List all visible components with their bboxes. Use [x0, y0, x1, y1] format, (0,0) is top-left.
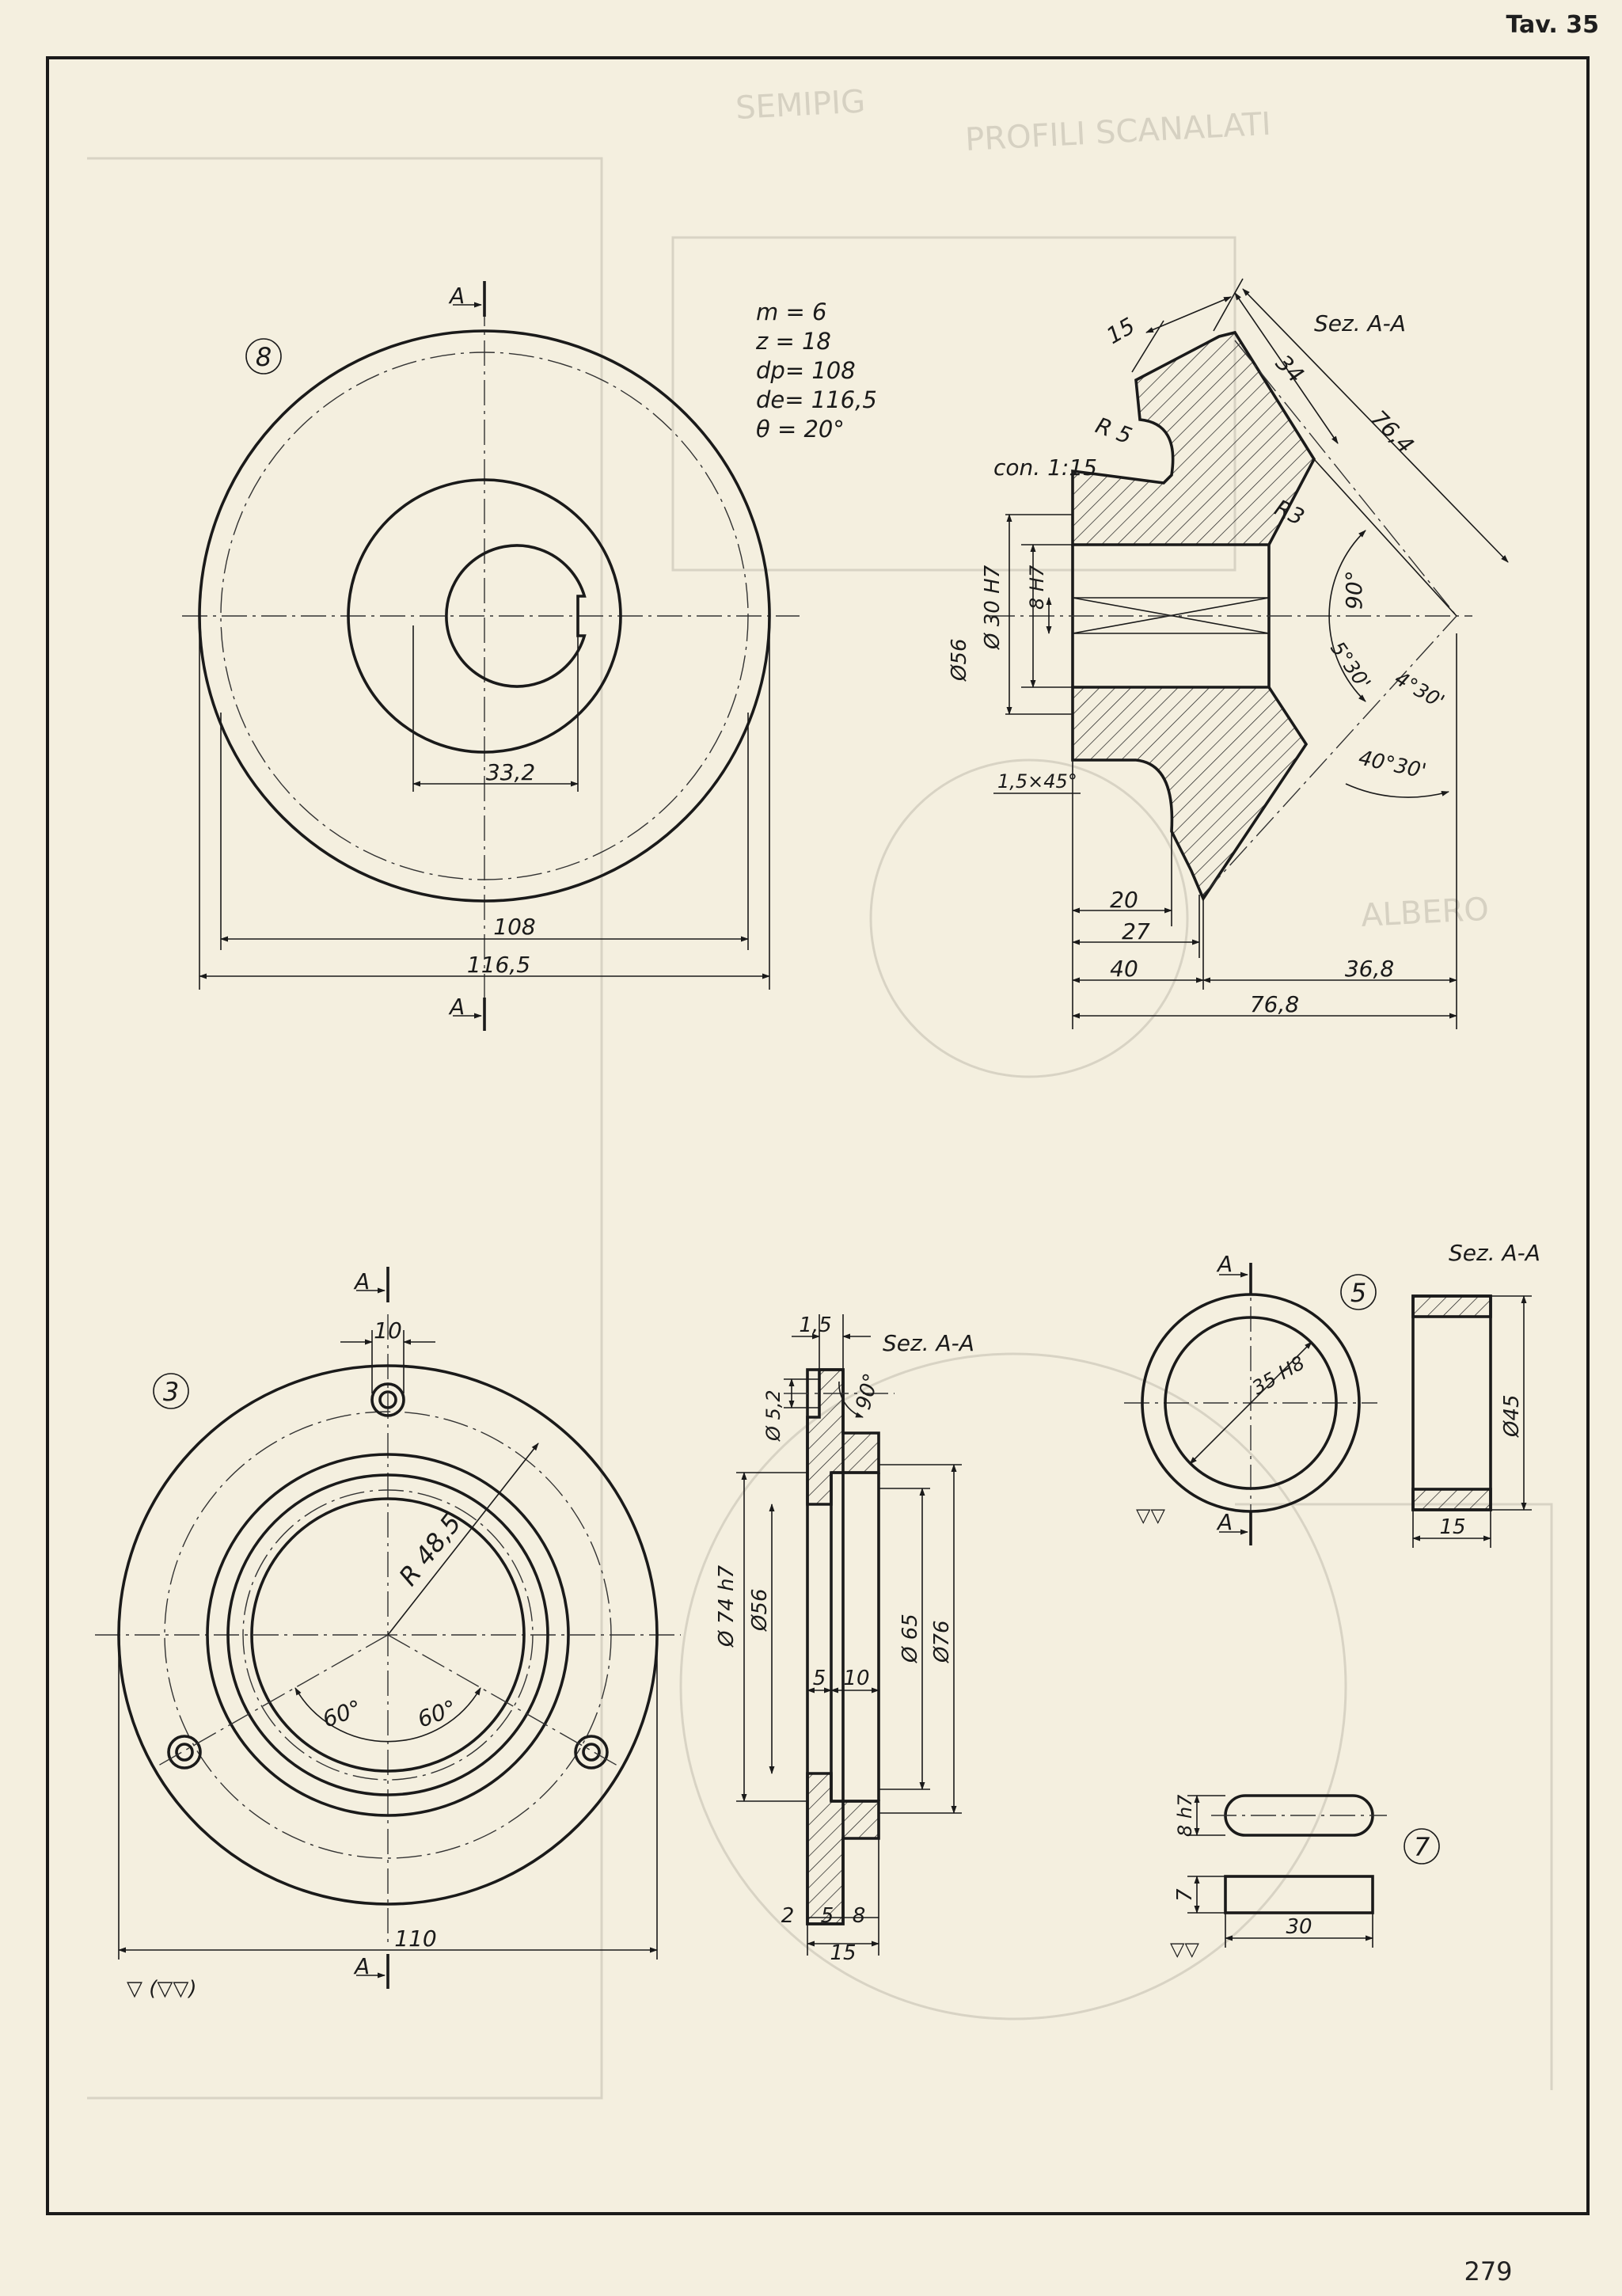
p3s-dim-5b: 5 [821, 1904, 834, 1928]
param-z: z = 18 [755, 328, 831, 355]
p8s-dim-20: 20 [1110, 887, 1138, 913]
part3-dim-110: 110 [394, 1925, 436, 1952]
part3-dim-radius: R 48,5 [393, 1508, 467, 1591]
part3-section-title: Sez. A-A [883, 1330, 974, 1356]
p8s-dim-40: 40 [1110, 956, 1138, 982]
part5-finish: ▽▽ [1136, 1504, 1165, 1526]
part8-dim-pitch: 108 [493, 914, 535, 940]
p3s-dim-10: 10 [843, 1667, 869, 1690]
part7-dim-length: 30 [1286, 1915, 1312, 1939]
p8s-dim-34: 34 [1271, 350, 1309, 389]
part5-dim-outer: Ø45 [1500, 1394, 1524, 1438]
part3-angle-right: 60° [414, 1695, 460, 1733]
p8s-angle-4030: 40°30' [1357, 747, 1429, 784]
part3-section-mark-top: A [353, 1268, 370, 1294]
p8s-dim-76-4: 76,4 [1366, 405, 1419, 458]
part7-views [1187, 1794, 1440, 1948]
param-dp: dp= 108 [756, 357, 856, 384]
part8-badge [245, 338, 282, 374]
p8s-dim-768: 76,8 [1250, 991, 1299, 1017]
part5-badge [1340, 1274, 1377, 1310]
p3s-dim-76: Ø76 [930, 1620, 954, 1663]
p8s-dim-15: 15 [1102, 313, 1139, 349]
param-theta: θ = 20° [756, 416, 845, 443]
p8s-dim-hub: Ø56 [948, 638, 971, 682]
svg-text:ALBERO: ALBERO [1360, 891, 1490, 934]
part3-dim-10: 10 [374, 1317, 402, 1344]
part8-section-view [990, 278, 1509, 1029]
p8s-angle-530: 5°30' [1326, 637, 1375, 694]
part5-dim-width: 15 [1439, 1515, 1465, 1539]
part5-dim-bore: 35 H8 [1248, 1351, 1309, 1399]
part7-dim-thickness: 7 [1173, 1888, 1197, 1902]
part7-finish: ▽▽ [1170, 1938, 1199, 1960]
part3-badge [153, 1373, 189, 1409]
p8s-dim-key: 8 H7 [1026, 564, 1048, 610]
part3-finish: ▽ (▽▽) [127, 1977, 197, 2001]
part3-front-view [95, 1267, 681, 1989]
part5-views [1124, 1263, 1532, 1548]
part7-badge [1404, 1828, 1440, 1865]
p8s-dim-27: 27 [1122, 918, 1150, 945]
part8-dim-outer: 116,5 [467, 952, 530, 978]
part8-section-mark-top: A [448, 283, 465, 309]
part5-section-mark-top: A [1216, 1251, 1233, 1277]
p3s-dim-8: 8 [853, 1904, 866, 1928]
p3s-dim-1-5: 1,5 [799, 1313, 831, 1337]
p8s-dim-368: 36,8 [1345, 956, 1394, 982]
part8-gear-params: m = 6 z = 18 dp= 108 de= 116,5 θ = 20° [755, 298, 877, 443]
part5-number: 5 [1350, 1278, 1366, 1308]
param-m: m = 6 [756, 298, 826, 325]
p3s-dim-56: Ø56 [748, 1588, 772, 1632]
p3s-dim-2: 2 [781, 1904, 795, 1928]
part3-section-mark-bottom: A [353, 1953, 370, 1979]
part5-section-title: Sez. A-A [1449, 1240, 1540, 1266]
bleed-through: SEMIPIG PROFILI SCANALATI ALBERO [87, 83, 1553, 2100]
p8s-taper: con. 1:15 [993, 454, 1097, 481]
p3s-dim-hole: Ø 5,2 [762, 1389, 784, 1442]
p8s-dim-r5: R 5 [1092, 412, 1136, 450]
part8-number: 8 [256, 342, 272, 372]
svg-text:PROFILI SCANALATI: PROFILI SCANALATI [964, 106, 1272, 158]
p8s-angle-90: 90° [1341, 570, 1367, 610]
page-number: 279 [1464, 2256, 1513, 2286]
plate-number: Tav. 35 [1506, 11, 1599, 39]
part3-number: 3 [163, 1377, 179, 1407]
part3-section-view [736, 1314, 962, 1956]
part7-number: 7 [1414, 1832, 1430, 1862]
part7-dim-height: 8 h7 [1174, 1794, 1196, 1837]
param-de: de= 116,5 [756, 386, 877, 413]
part5-section-mark-bottom: A [1216, 1509, 1233, 1535]
p3s-dim-65: Ø 65 [898, 1614, 922, 1663]
part8-section-mark-bottom: A [448, 994, 465, 1020]
p8s-chamfer: 1,5×45° [997, 770, 1077, 793]
drawing-frame [46, 56, 1590, 2215]
part3-angle-left: 60° [319, 1695, 365, 1733]
part8-section-title: Sez. A-A [1314, 310, 1406, 336]
p3s-angle-90: 90° [852, 1371, 884, 1412]
p3s-dim-15: 15 [830, 1941, 856, 1965]
svg-text:SEMIPIG: SEMIPIG [735, 83, 866, 127]
p3s-dim-5: 5 [813, 1667, 826, 1690]
p8s-dim-bore: Ø 30 H7 [981, 564, 1005, 650]
p8s-angle-430: 4°30' [1391, 667, 1449, 713]
part8-dim-keyway: 33,2 [486, 759, 535, 785]
p3s-dim-74: Ø 74 h7 [715, 1564, 739, 1648]
part8-front-view [182, 281, 800, 1031]
